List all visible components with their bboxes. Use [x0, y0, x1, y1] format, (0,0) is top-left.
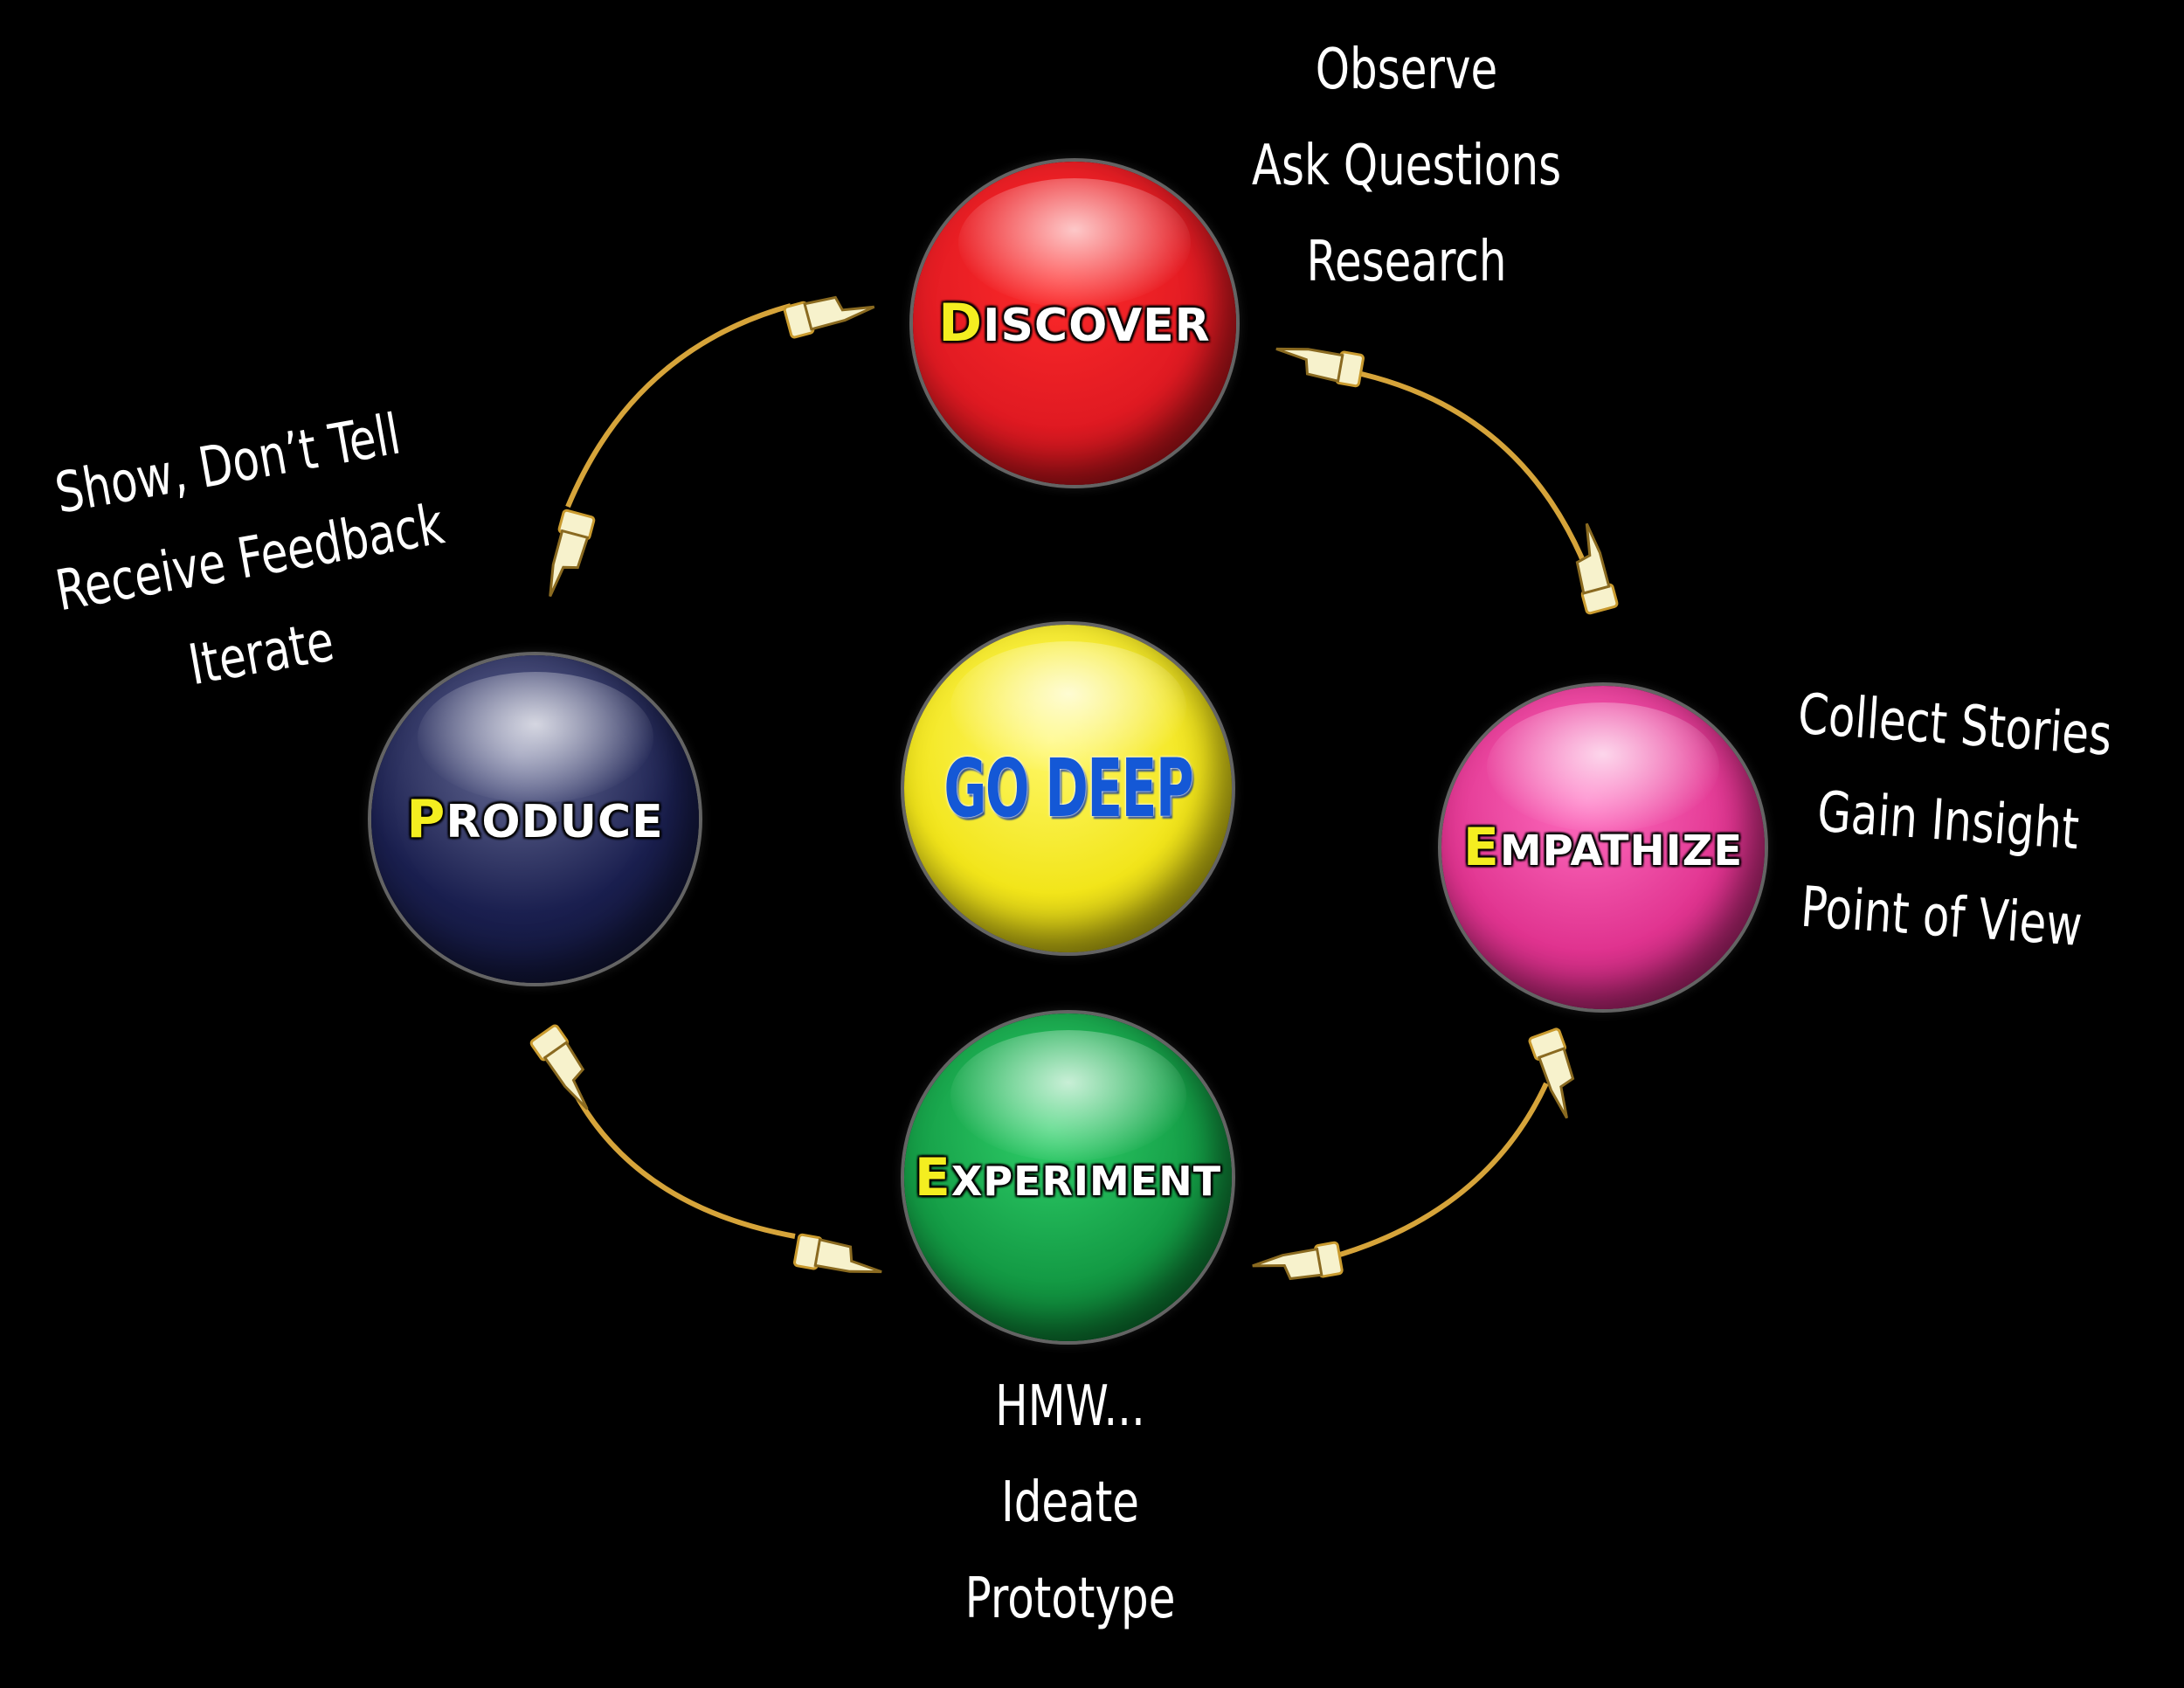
empathize-notes: Collect Stories Gain Insight Point of Vi…	[1711, 661, 2184, 980]
empathize-label: EMPATHIZE	[1462, 817, 1744, 878]
discover-note: Research	[1306, 230, 1507, 294]
discover-label: DISCOVER	[938, 293, 1211, 354]
center-go-deep-button[interactable]: GO DEEP	[904, 625, 1232, 952]
connector-produce-to-discover	[565, 303, 791, 508]
produce-label: PRODUCE	[406, 788, 664, 850]
pointing-hand-icon	[1252, 1241, 1344, 1281]
pointing-hand-icon	[549, 508, 596, 598]
connector-experiment-to-produce	[565, 1077, 796, 1239]
empathize-button[interactable]: EMPATHIZE	[1441, 686, 1765, 1009]
discover-button[interactable]: DISCOVER	[913, 162, 1236, 485]
connector-empathize-to-experiment	[1327, 1082, 1549, 1261]
pointing-hand-icon	[1275, 347, 1365, 388]
discover-note: Ask Questions	[1251, 134, 1562, 198]
discover-notes: Observe Ask Questions Research	[1188, 22, 1625, 310]
experiment-note: Prototype	[964, 1567, 1176, 1631]
experiment-button[interactable]: EXPERIMENT	[904, 1013, 1232, 1341]
center-label: GO DEEP	[943, 742, 1193, 835]
experiment-note: Ideate	[1001, 1470, 1139, 1535]
experiment-notes: HMW... Ideate Prototype	[860, 1359, 1280, 1647]
discover-note: Observe	[1315, 38, 1498, 102]
experiment-label: EXPERIMENT	[914, 1146, 1222, 1208]
pointing-hand-icon	[793, 1233, 882, 1274]
pointing-hand-icon	[1575, 522, 1619, 615]
pointing-hand-icon	[783, 295, 875, 339]
pointing-hand-icon	[1528, 1027, 1575, 1119]
produce-button[interactable]: PRODUCE	[371, 655, 699, 983]
connector-discover-to-empathize	[1349, 369, 1601, 604]
pointing-hand-icon	[529, 1024, 589, 1110]
experiment-note: HMW...	[995, 1374, 1145, 1439]
